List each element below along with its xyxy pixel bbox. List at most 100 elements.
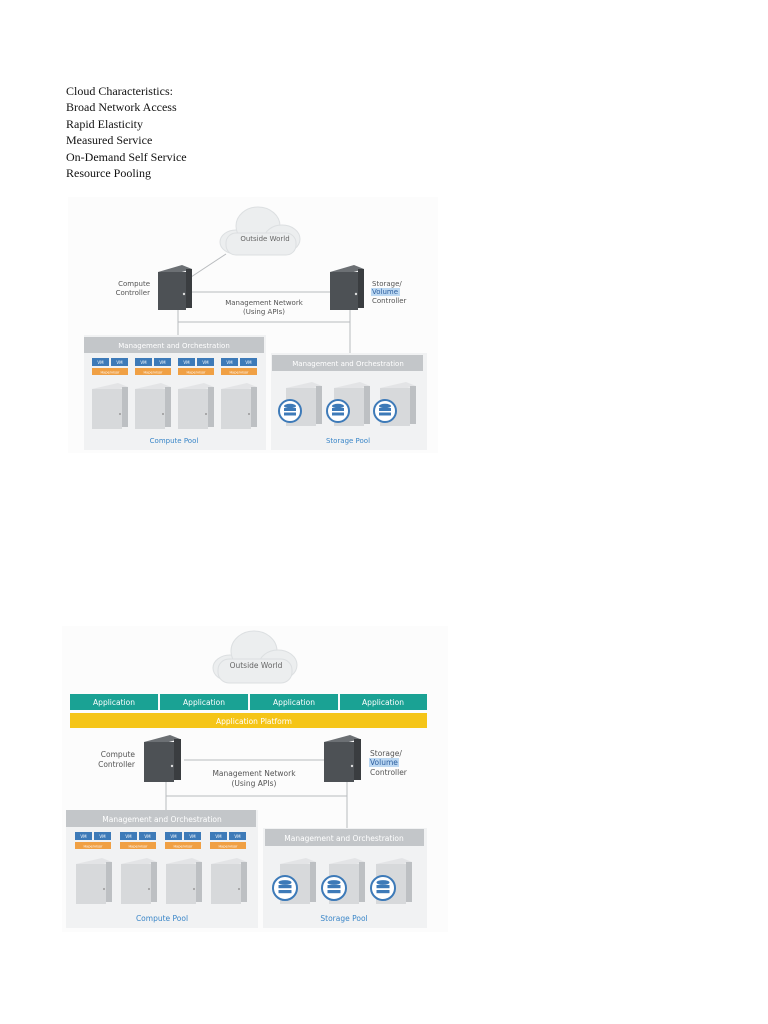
hypervisor-label: Hypervisor [174,845,194,849]
application-label: Application [183,698,225,707]
hypervisor-label: Hypervisor [129,845,149,849]
vm-box [154,358,171,366]
storage-pool-label: Storage Pool [326,437,370,445]
text-heading: Cloud Characteristics: [66,84,173,98]
cloud-label: Outside World [230,661,283,670]
compute-controller-label: Compute [101,750,136,759]
cloud-diagram-1: Outside World Compute Controller Storage… [68,197,438,453]
mgmt-bar-right [272,355,423,371]
vm-label: VM [226,360,233,365]
vm-label: VM [97,360,104,365]
application-bar [250,694,338,710]
text-item: Broad Network Access [66,100,177,115]
vm-box [197,358,214,366]
hypervisor-label: Hypervisor [84,845,104,849]
compute-controller-server-icon [158,265,192,310]
vm-group: VM VM Hypervisor [120,832,156,849]
application-platform-label: Application Platform [216,717,292,726]
vm-label: VM [99,834,106,839]
compute-pool-label: Compute Pool [136,914,188,923]
mgmt-label-right: Management and Orchestration [292,360,404,368]
application-bar [70,694,158,710]
database-icon [373,399,397,423]
vm-box [111,358,128,366]
vm-label: VM [116,360,123,365]
vm-label: VM [215,834,222,839]
compute-server-icon [166,858,202,904]
storage-pool-label: Storage Pool [320,914,367,923]
volume-highlight [369,758,399,767]
hypervisor-bar [75,842,111,849]
vm-label: VM [189,834,196,839]
storage-controller-label: Volume [370,758,398,767]
storage-controller-server-icon [324,735,361,782]
mgmt-bar-left [84,337,264,353]
application-bar [340,694,427,710]
volume-highlight [371,288,400,296]
network-label: (Using APIs) [231,779,276,788]
vm-label: VM [170,834,177,839]
network-label: Management Network [212,769,296,778]
vm-label: VM [80,834,87,839]
vm-box [165,832,182,840]
vm-label: VM [144,834,151,839]
network-label: Management Network [225,299,304,307]
network-label: (Using APIs) [243,308,285,316]
text-item: On-Demand Self Service [66,149,187,164]
vm-group: VM VM Hypervisor [135,358,171,375]
vm-label: VM [140,360,147,365]
storage-controller-label: Storage/ [370,749,402,758]
vm-group: VM VM Hypervisor [75,832,111,849]
database-icon [326,399,350,423]
vm-box [210,832,227,840]
cloud-label: Outside World [240,235,289,243]
vm-group: VM VM Hypervisor [165,832,201,849]
vm-box [184,832,201,840]
network-lines [177,253,351,353]
text-item: Resource Pooling [66,166,151,181]
compute-server-icon [76,858,112,904]
compute-controller-label: Controller [116,289,151,297]
storage-controller-label: Controller [372,297,407,305]
storage-controller-label: Volume [372,288,398,296]
vm-box [221,358,238,366]
compute-server-icon [178,383,214,429]
vm-group: VM VM Hypervisor [92,358,128,375]
mgmt-label-left: Management and Orchestration [102,815,222,824]
vm-box [240,358,257,366]
database-icon [272,875,298,901]
hypervisor-bar [92,368,128,375]
vm-label: VM [234,834,241,839]
hypervisor-label: Hypervisor [101,371,121,375]
vm-group: VM VM Hypervisor [178,358,214,375]
cloud-characteristics-text: Cloud Characteristics: Broad Network Acc… [66,83,187,181]
text-item: Rapid Elasticity [66,116,143,131]
database-icon [321,875,347,901]
hypervisor-bar [165,842,201,849]
vm-box [94,832,111,840]
hypervisor-bar [210,842,246,849]
vm-box [92,358,109,366]
mgmt-bar-left [66,810,256,827]
vm-box [178,358,195,366]
vm-box [75,832,92,840]
hypervisor-label: Hypervisor [230,371,250,375]
mgmt-label-right: Management and Orchestration [284,834,404,843]
mgmt-bar-right [265,829,424,846]
vm-box [229,832,246,840]
compute-controller-label: Compute [118,280,150,288]
storage-controller-label: Storage/ [372,280,402,288]
compute-server-icon [92,383,128,429]
database-icon [370,875,396,901]
hypervisor-bar [135,368,171,375]
vm-box [139,832,156,840]
hypervisor-bar [178,368,214,375]
compute-controller-server-icon [144,735,181,782]
vm-label: VM [125,834,132,839]
application-label: Application [93,698,135,707]
vm-box [120,832,137,840]
storage-controller-label: Controller [370,768,408,777]
hypervisor-label: Hypervisor [187,371,207,375]
cloud-diagram-2: Outside World Application Application Ap… [62,626,448,932]
vm-label: VM [183,360,190,365]
